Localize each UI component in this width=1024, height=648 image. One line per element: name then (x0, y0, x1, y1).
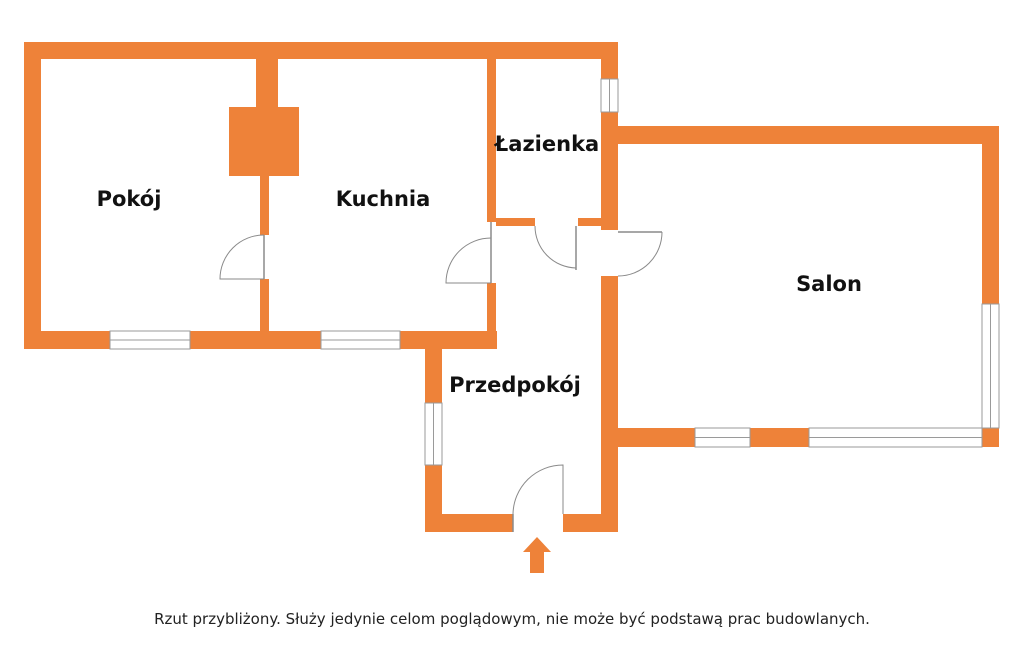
room-label-pokoj: Pokój (97, 187, 162, 211)
entrance-arrow-icon (523, 537, 551, 573)
room-label-salon: Salon (796, 272, 862, 296)
wall-segment (24, 42, 618, 59)
wall-segment (425, 340, 442, 403)
wall-segment (982, 428, 999, 447)
door-swing-arc (219, 234, 265, 280)
windows (109, 78, 1000, 466)
wall-segment (24, 42, 41, 349)
wall-segment (601, 447, 618, 532)
wall-segment (750, 428, 809, 447)
doors (219, 222, 663, 532)
wall-segment (601, 276, 618, 447)
room-label-lazienka: Łazienka (494, 132, 599, 156)
wall-segment (400, 331, 497, 349)
walls (24, 42, 999, 532)
wall-segment (260, 176, 269, 235)
arrow-up-icon (523, 537, 551, 573)
wall-segment (578, 218, 602, 226)
door-swing-arc (617, 231, 663, 277)
wall-segment (496, 218, 535, 226)
wall-segment (229, 107, 299, 176)
door-swing-arc (445, 237, 492, 284)
disclaimer-text: Rzut przybliżony. Służy jedynie celom po… (154, 610, 870, 628)
wall-segment (260, 279, 269, 331)
door-swing-arc (512, 464, 564, 515)
wall-segment (618, 428, 695, 447)
wall-segment (487, 283, 496, 340)
wall-segment (256, 42, 278, 108)
wall-segment (425, 514, 513, 532)
wall-segment (982, 126, 999, 304)
door-swing-arc (534, 225, 577, 269)
room-label-przedpokoj: Przedpokój (449, 373, 581, 397)
wall-segment (601, 126, 999, 144)
wall-segment (190, 331, 321, 349)
room-label-kuchnia: Kuchnia (336, 187, 431, 211)
wall-segment (601, 42, 618, 79)
wall-segment (24, 331, 110, 349)
room-labels: Pokój Kuchnia Łazienka Salon Przedpokój (97, 132, 862, 397)
wall-segment (487, 59, 496, 222)
